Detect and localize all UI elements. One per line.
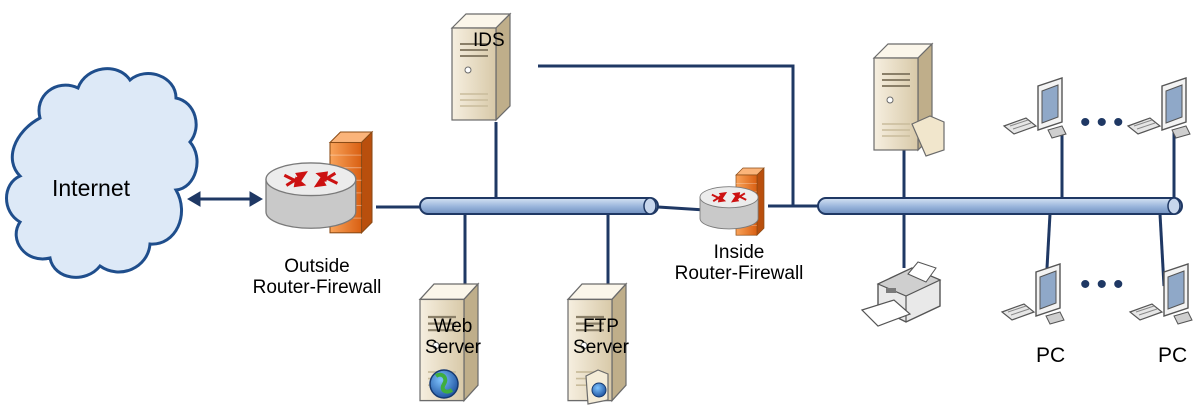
pc-icon-bottom-right bbox=[1129, 263, 1193, 325]
pc-icon-bottom-left bbox=[1001, 263, 1065, 325]
outside-router-icon bbox=[264, 161, 358, 230]
pc-icon-top-left bbox=[1003, 77, 1067, 139]
link-ids-top bbox=[538, 64, 795, 206]
pc-icon-top-right bbox=[1127, 77, 1191, 139]
inside-router-icon bbox=[699, 185, 760, 230]
ellipsis-bottom: ••• bbox=[1080, 268, 1130, 301]
globe-icon bbox=[429, 369, 459, 399]
internet-cloud-icon bbox=[5, 67, 199, 279]
lan-server-drive-icon bbox=[911, 115, 945, 157]
ftp-server-label-line2: Server bbox=[573, 337, 629, 359]
ids-label: IDS bbox=[473, 30, 505, 51]
inside-router-label-line2: Router-Firewall bbox=[674, 263, 804, 285]
dmz-bus bbox=[419, 197, 659, 215]
lan-bus bbox=[817, 197, 1183, 215]
pc-right-label: PC bbox=[1158, 344, 1188, 367]
ellipsis-top: ••• bbox=[1080, 106, 1130, 139]
ftp-server-label-line1: FTP bbox=[583, 316, 619, 337]
ftp-file-icon bbox=[585, 369, 609, 405]
printer-icon bbox=[860, 261, 942, 327]
ftp-server-label: FTP Server bbox=[566, 316, 636, 359]
web-server-label: Web Server bbox=[418, 316, 488, 359]
internet-label: Internet bbox=[52, 175, 130, 201]
outside-router-label-line2: Router-Firewall bbox=[252, 277, 382, 299]
link-dmz-inside bbox=[657, 205, 706, 212]
inside-router-label-line1: Inside bbox=[713, 242, 765, 263]
internet-link-arrow bbox=[187, 191, 263, 207]
pc-left-label: PC bbox=[1036, 344, 1066, 367]
outside-router-label-line1: Outside bbox=[284, 256, 350, 277]
web-server-label-line2: Server bbox=[425, 337, 481, 359]
web-server-label-line1: Web bbox=[433, 316, 473, 337]
outside-router-label: Outside Router-Firewall bbox=[232, 256, 402, 299]
inside-router-label: Inside Router-Firewall bbox=[654, 242, 824, 285]
